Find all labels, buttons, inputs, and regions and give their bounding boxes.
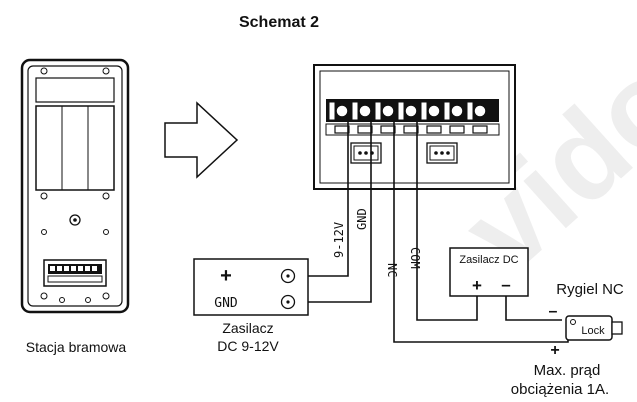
wire-dc-minus	[505, 296, 562, 321]
terminal-connector	[313, 64, 516, 190]
wire-label-gnd: GND	[355, 208, 369, 230]
dc-supply-label: Zasilacz DC	[459, 254, 518, 266]
lock-label: Lock	[581, 325, 605, 337]
wire-label-nc: NC	[385, 263, 399, 277]
note-line1: Max. prąd	[534, 362, 601, 379]
dc-supply-box	[449, 247, 529, 297]
dc-supply-plus: +	[472, 276, 482, 295]
lock-title: Rygiel NC	[556, 281, 624, 298]
power-plus-label: +	[220, 265, 232, 287]
note-line2: obciążenia 1A.	[511, 381, 609, 398]
diagram-title: Schemat 2	[239, 14, 319, 31]
dc-supply-minus: –	[501, 275, 510, 294]
lock-minus: –	[549, 303, 558, 320]
mount-hole-icon	[69, 214, 81, 226]
terminal-screws	[329, 102, 487, 120]
device-caption: Stacja bramowa	[26, 339, 127, 355]
power-supply-box	[193, 258, 309, 316]
lock-icon	[565, 315, 623, 341]
power-caption-line1: Zasilacz	[222, 320, 273, 336]
power-gnd-label: GND	[214, 296, 238, 311]
wire-label-9-12v: 9-12V	[332, 222, 346, 258]
wire-9-12v	[295, 119, 349, 277]
gate-station-device	[20, 58, 130, 314]
right-arrow-icon	[164, 101, 239, 179]
lock-plus: +	[550, 342, 559, 359]
power-caption-line2: DC 9-12V	[217, 338, 279, 354]
wire-gnd	[295, 119, 372, 303]
wire-com	[416, 119, 478, 321]
wire-label-com: COM	[408, 247, 422, 269]
